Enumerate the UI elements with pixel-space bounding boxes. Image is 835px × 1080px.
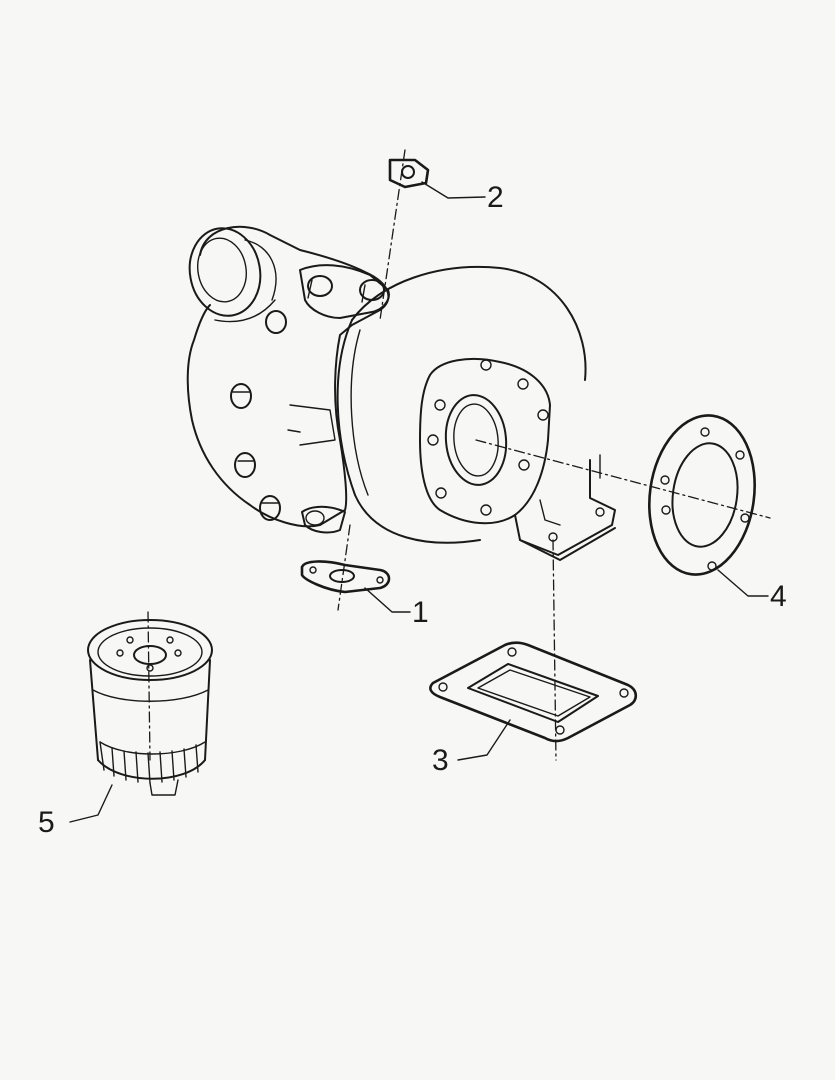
- callout-4: 4: [770, 580, 787, 613]
- callout-5: 5: [38, 806, 55, 839]
- part-3-rectangular-gasket: [429, 641, 638, 743]
- part-1-drain-gasket: [300, 560, 391, 594]
- callout-2: 2: [487, 181, 504, 214]
- callout-1: 1: [412, 596, 429, 629]
- housing-bolts: [230, 310, 287, 521]
- callout-labels: 2 1 3 4 5: [38, 181, 787, 839]
- callout-3: 3: [432, 744, 449, 777]
- leader-lines: [69, 181, 769, 823]
- centerlines: [147, 149, 771, 761]
- part-2-small-gasket: [388, 158, 430, 189]
- part-5-oil-filter: [87, 619, 213, 796]
- turbocharger-assembly: [186, 225, 616, 561]
- part-4-round-gasket: [648, 414, 756, 576]
